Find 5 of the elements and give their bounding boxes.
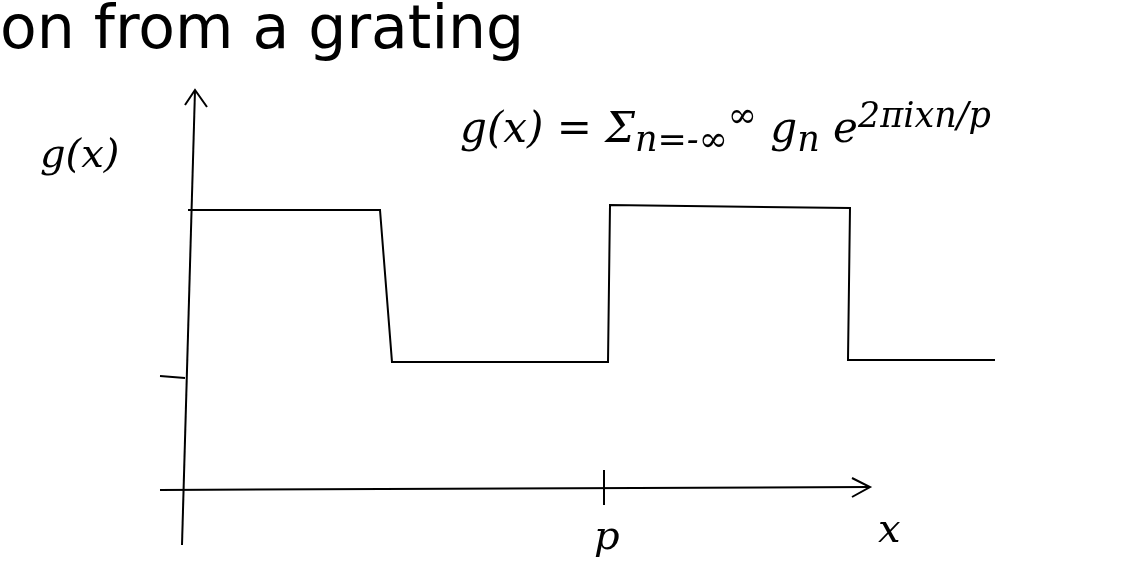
axis-label: g(x) bbox=[40, 130, 120, 176]
fourier-series-formula: g(x) = Σ$_{n=-∞}$$^{∞}$ g$_{n}$ e$^{2πixn/p}$ bbox=[460, 95, 991, 160]
slide-title: on from a grating bbox=[0, 0, 525, 62]
axis-label: x bbox=[878, 505, 901, 551]
axis-label: p bbox=[594, 512, 620, 558]
